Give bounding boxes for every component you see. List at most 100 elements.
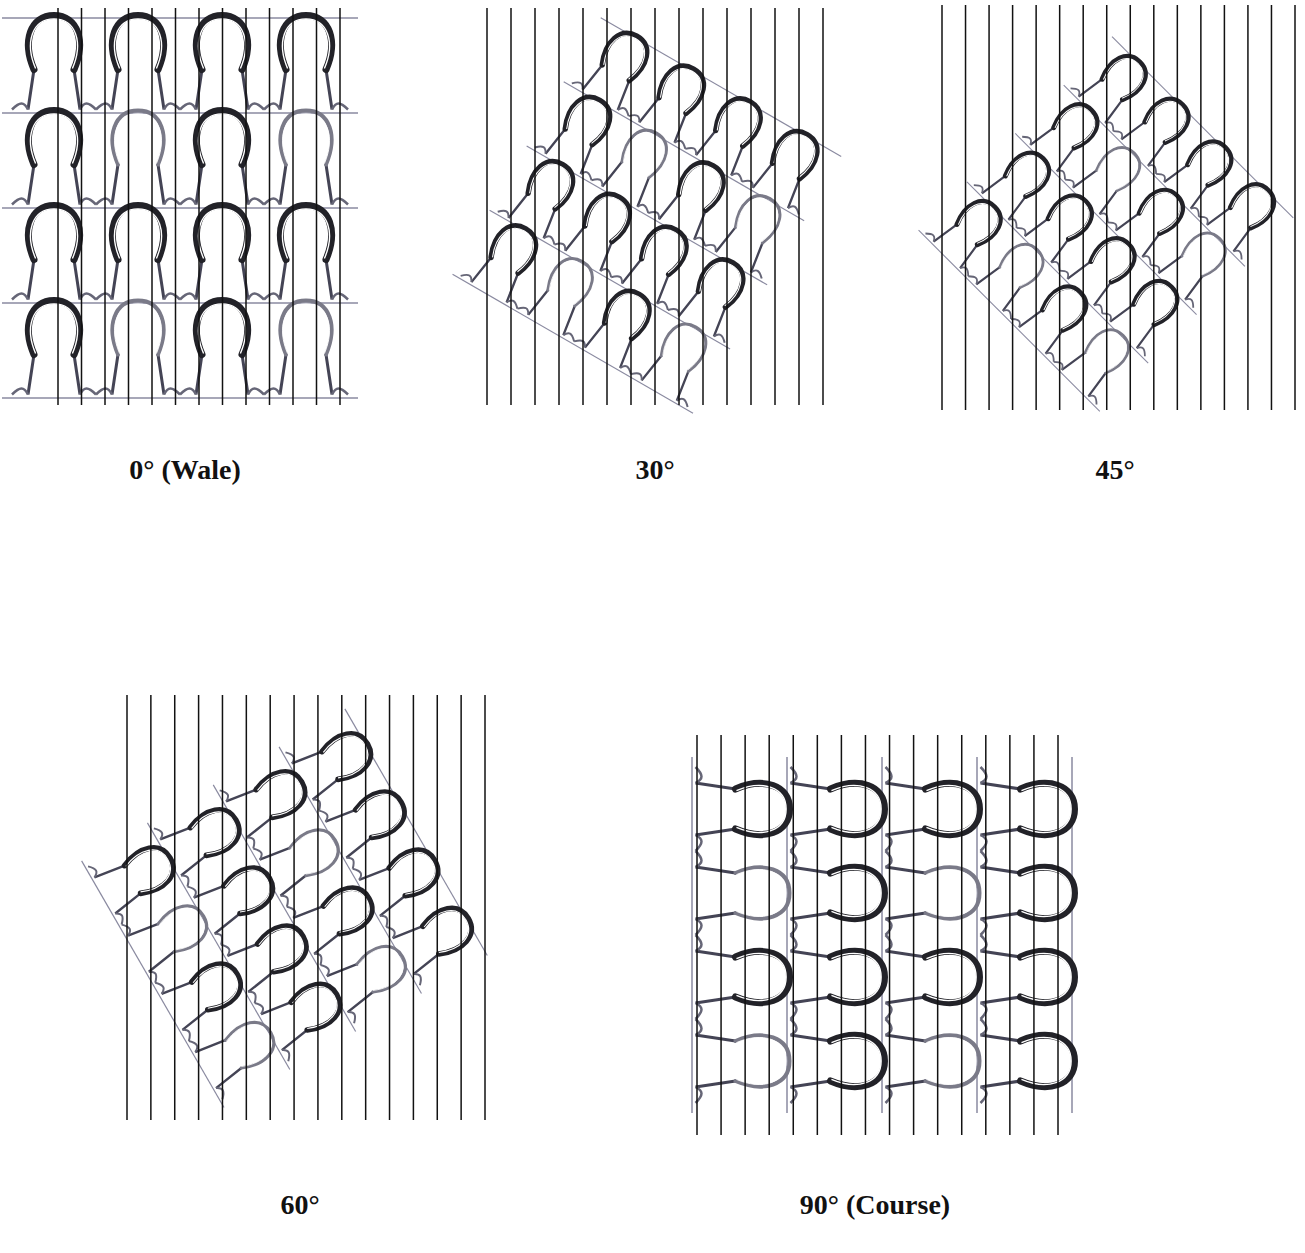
knit-loop	[886, 1019, 980, 1103]
course-yarn	[2, 397, 358, 399]
knit-loop	[791, 1019, 885, 1103]
knit-loop	[1150, 217, 1241, 308]
reference-line	[817, 735, 819, 1135]
knit-loop	[696, 935, 790, 1019]
knit-loop	[981, 1019, 1075, 1103]
reference-line	[889, 735, 891, 1135]
course-yarn	[453, 274, 693, 413]
knit-loop	[1102, 266, 1193, 357]
reference-line	[534, 8, 536, 405]
reference-line	[57, 8, 59, 405]
reference-line	[1224, 5, 1226, 410]
knit-loop	[685, 85, 778, 181]
knit-loop	[1199, 169, 1290, 260]
reference-line	[484, 695, 486, 1120]
reference-line	[365, 695, 367, 1120]
course-yarn	[691, 757, 693, 1113]
reference-line	[198, 695, 200, 1120]
reference-line	[726, 8, 728, 405]
knit-loop	[981, 935, 1075, 1019]
knit-loop	[554, 181, 647, 277]
knit-loop	[572, 20, 665, 116]
knit-loop	[696, 851, 790, 935]
reference-line	[654, 8, 656, 405]
reference-line	[245, 8, 247, 405]
reference-line	[339, 8, 341, 405]
reference-line	[750, 8, 752, 405]
reference-line	[1200, 5, 1202, 410]
reference-line	[1082, 5, 1084, 410]
reference-line	[175, 8, 177, 405]
reference-line	[1012, 5, 1014, 410]
reference-line	[606, 8, 608, 405]
reference-line	[988, 5, 990, 410]
angle-label: 45°	[1095, 454, 1134, 486]
reference-line	[841, 735, 843, 1135]
reference-line	[151, 8, 153, 405]
reference-line	[793, 735, 795, 1135]
reference-line	[985, 735, 987, 1135]
reference-line	[174, 695, 176, 1120]
reference-line	[1035, 5, 1037, 410]
reference-line	[744, 735, 746, 1135]
knit-loop	[264, 16, 348, 110]
reference-line	[965, 5, 967, 410]
reference-line	[269, 8, 271, 405]
reference-line	[437, 695, 439, 1120]
angle-label: 0° (Wale)	[129, 454, 241, 486]
reference-line	[720, 735, 722, 1135]
knit-loop	[629, 53, 722, 149]
reference-line	[937, 735, 939, 1135]
reference-lines	[58, 8, 340, 405]
knit-loop	[96, 206, 180, 300]
reference-line	[126, 695, 128, 1120]
reference-lines	[942, 5, 1295, 410]
knit-loop	[12, 111, 96, 205]
reference-line	[292, 8, 294, 405]
reference-line	[1057, 735, 1059, 1135]
reference-line	[198, 8, 200, 405]
reference-line	[774, 8, 776, 405]
knit-loop	[574, 278, 667, 374]
reference-line	[269, 695, 271, 1120]
reference-line	[389, 695, 391, 1120]
reference-line	[702, 8, 704, 405]
reference-line	[222, 695, 224, 1120]
reference-line	[316, 8, 318, 405]
reference-lines	[697, 735, 1058, 1135]
reference-line	[696, 735, 698, 1135]
knit-loop	[791, 851, 885, 935]
knit-loop	[12, 301, 96, 395]
knit-loop	[96, 16, 180, 110]
reference-line	[1059, 5, 1061, 410]
reference-line	[865, 735, 867, 1135]
reference-line	[1177, 5, 1179, 410]
angle-label: 60°	[280, 1189, 319, 1221]
knit-loop	[189, 1003, 288, 1099]
reference-line	[413, 695, 415, 1120]
reference-line	[1247, 5, 1249, 410]
knit-loop	[96, 111, 180, 205]
reference-line	[1130, 5, 1132, 410]
reference-line	[630, 8, 632, 405]
knit-loop	[264, 206, 348, 300]
reference-line	[941, 5, 943, 410]
reference-line	[150, 695, 152, 1120]
reference-line	[341, 695, 343, 1120]
knit-loop	[386, 889, 485, 985]
knit-loop	[517, 245, 610, 341]
reference-line	[678, 8, 680, 405]
reference-line	[1033, 735, 1035, 1135]
knit-loop	[611, 214, 704, 310]
reference-line	[293, 695, 295, 1120]
knit-loop	[631, 311, 724, 407]
knit-loop	[886, 935, 980, 1019]
reference-lines	[487, 8, 823, 405]
knit-fabric	[692, 757, 1075, 1113]
reference-line	[1106, 5, 1108, 410]
knit-loop	[696, 1019, 790, 1103]
reference-line	[558, 8, 560, 405]
knit-loop	[886, 851, 980, 935]
knit-loop	[264, 301, 348, 395]
